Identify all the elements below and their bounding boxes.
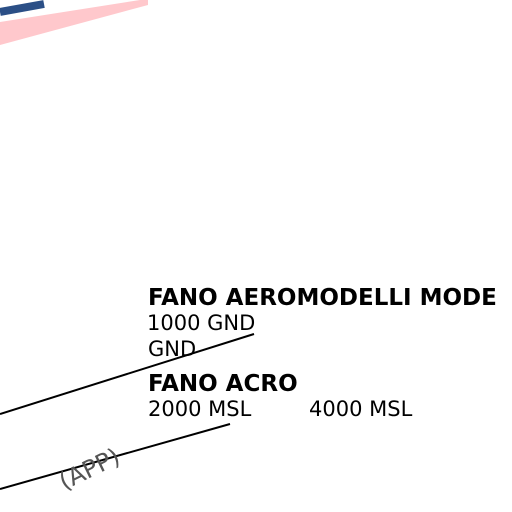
aeromodelli-boundary-line <box>0 333 255 415</box>
aeromodelli-lower-limit: GND <box>148 337 197 361</box>
acro-zone-name: FANO ACRO <box>148 371 298 397</box>
acro-lower-limit: 2000 MSL <box>148 397 252 421</box>
acro-boundary-line <box>0 423 231 490</box>
restricted-zone-edge <box>0 0 45 16</box>
acro-upper-limit: 4000 MSL <box>309 397 413 421</box>
aeromodelli-upper-limit: 1000 GND <box>147 311 256 335</box>
aeromodelli-zone-name: FANO AEROMODELLI MODE <box>148 285 497 311</box>
restricted-zone-band <box>0 0 148 45</box>
